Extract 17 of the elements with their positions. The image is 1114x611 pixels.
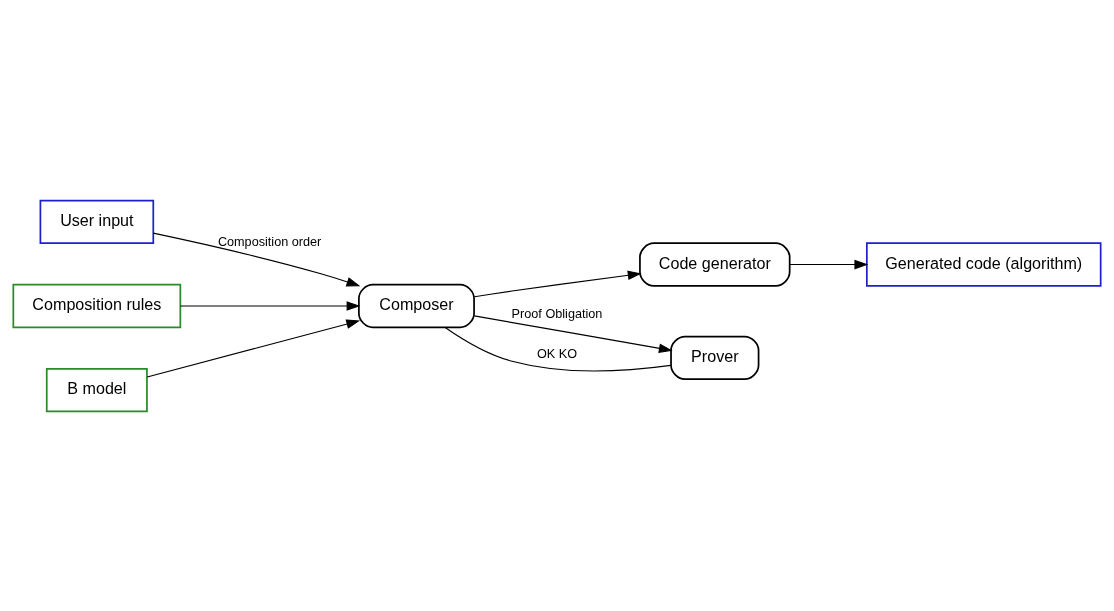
arrow (146, 319, 361, 378)
node-box: Code generator (639, 241, 791, 287)
node-box: Prover (670, 335, 760, 380)
edge-label: OK KO (536, 346, 578, 361)
node-box: B model (45, 367, 148, 412)
node-box: User input (39, 199, 155, 244)
edge-label: Composition order (217, 234, 322, 249)
connector (444, 326, 672, 371)
edge-label: Proof Obligation (511, 306, 603, 321)
arrow (473, 270, 642, 297)
arrow (473, 314, 673, 353)
arrow (789, 259, 869, 269)
node-box: Composition rules (12, 283, 182, 328)
arrow (179, 300, 361, 311)
node-box: Generated code (algorithm) (865, 241, 1102, 287)
arrow (152, 232, 361, 286)
node-box: Composer (358, 283, 475, 328)
